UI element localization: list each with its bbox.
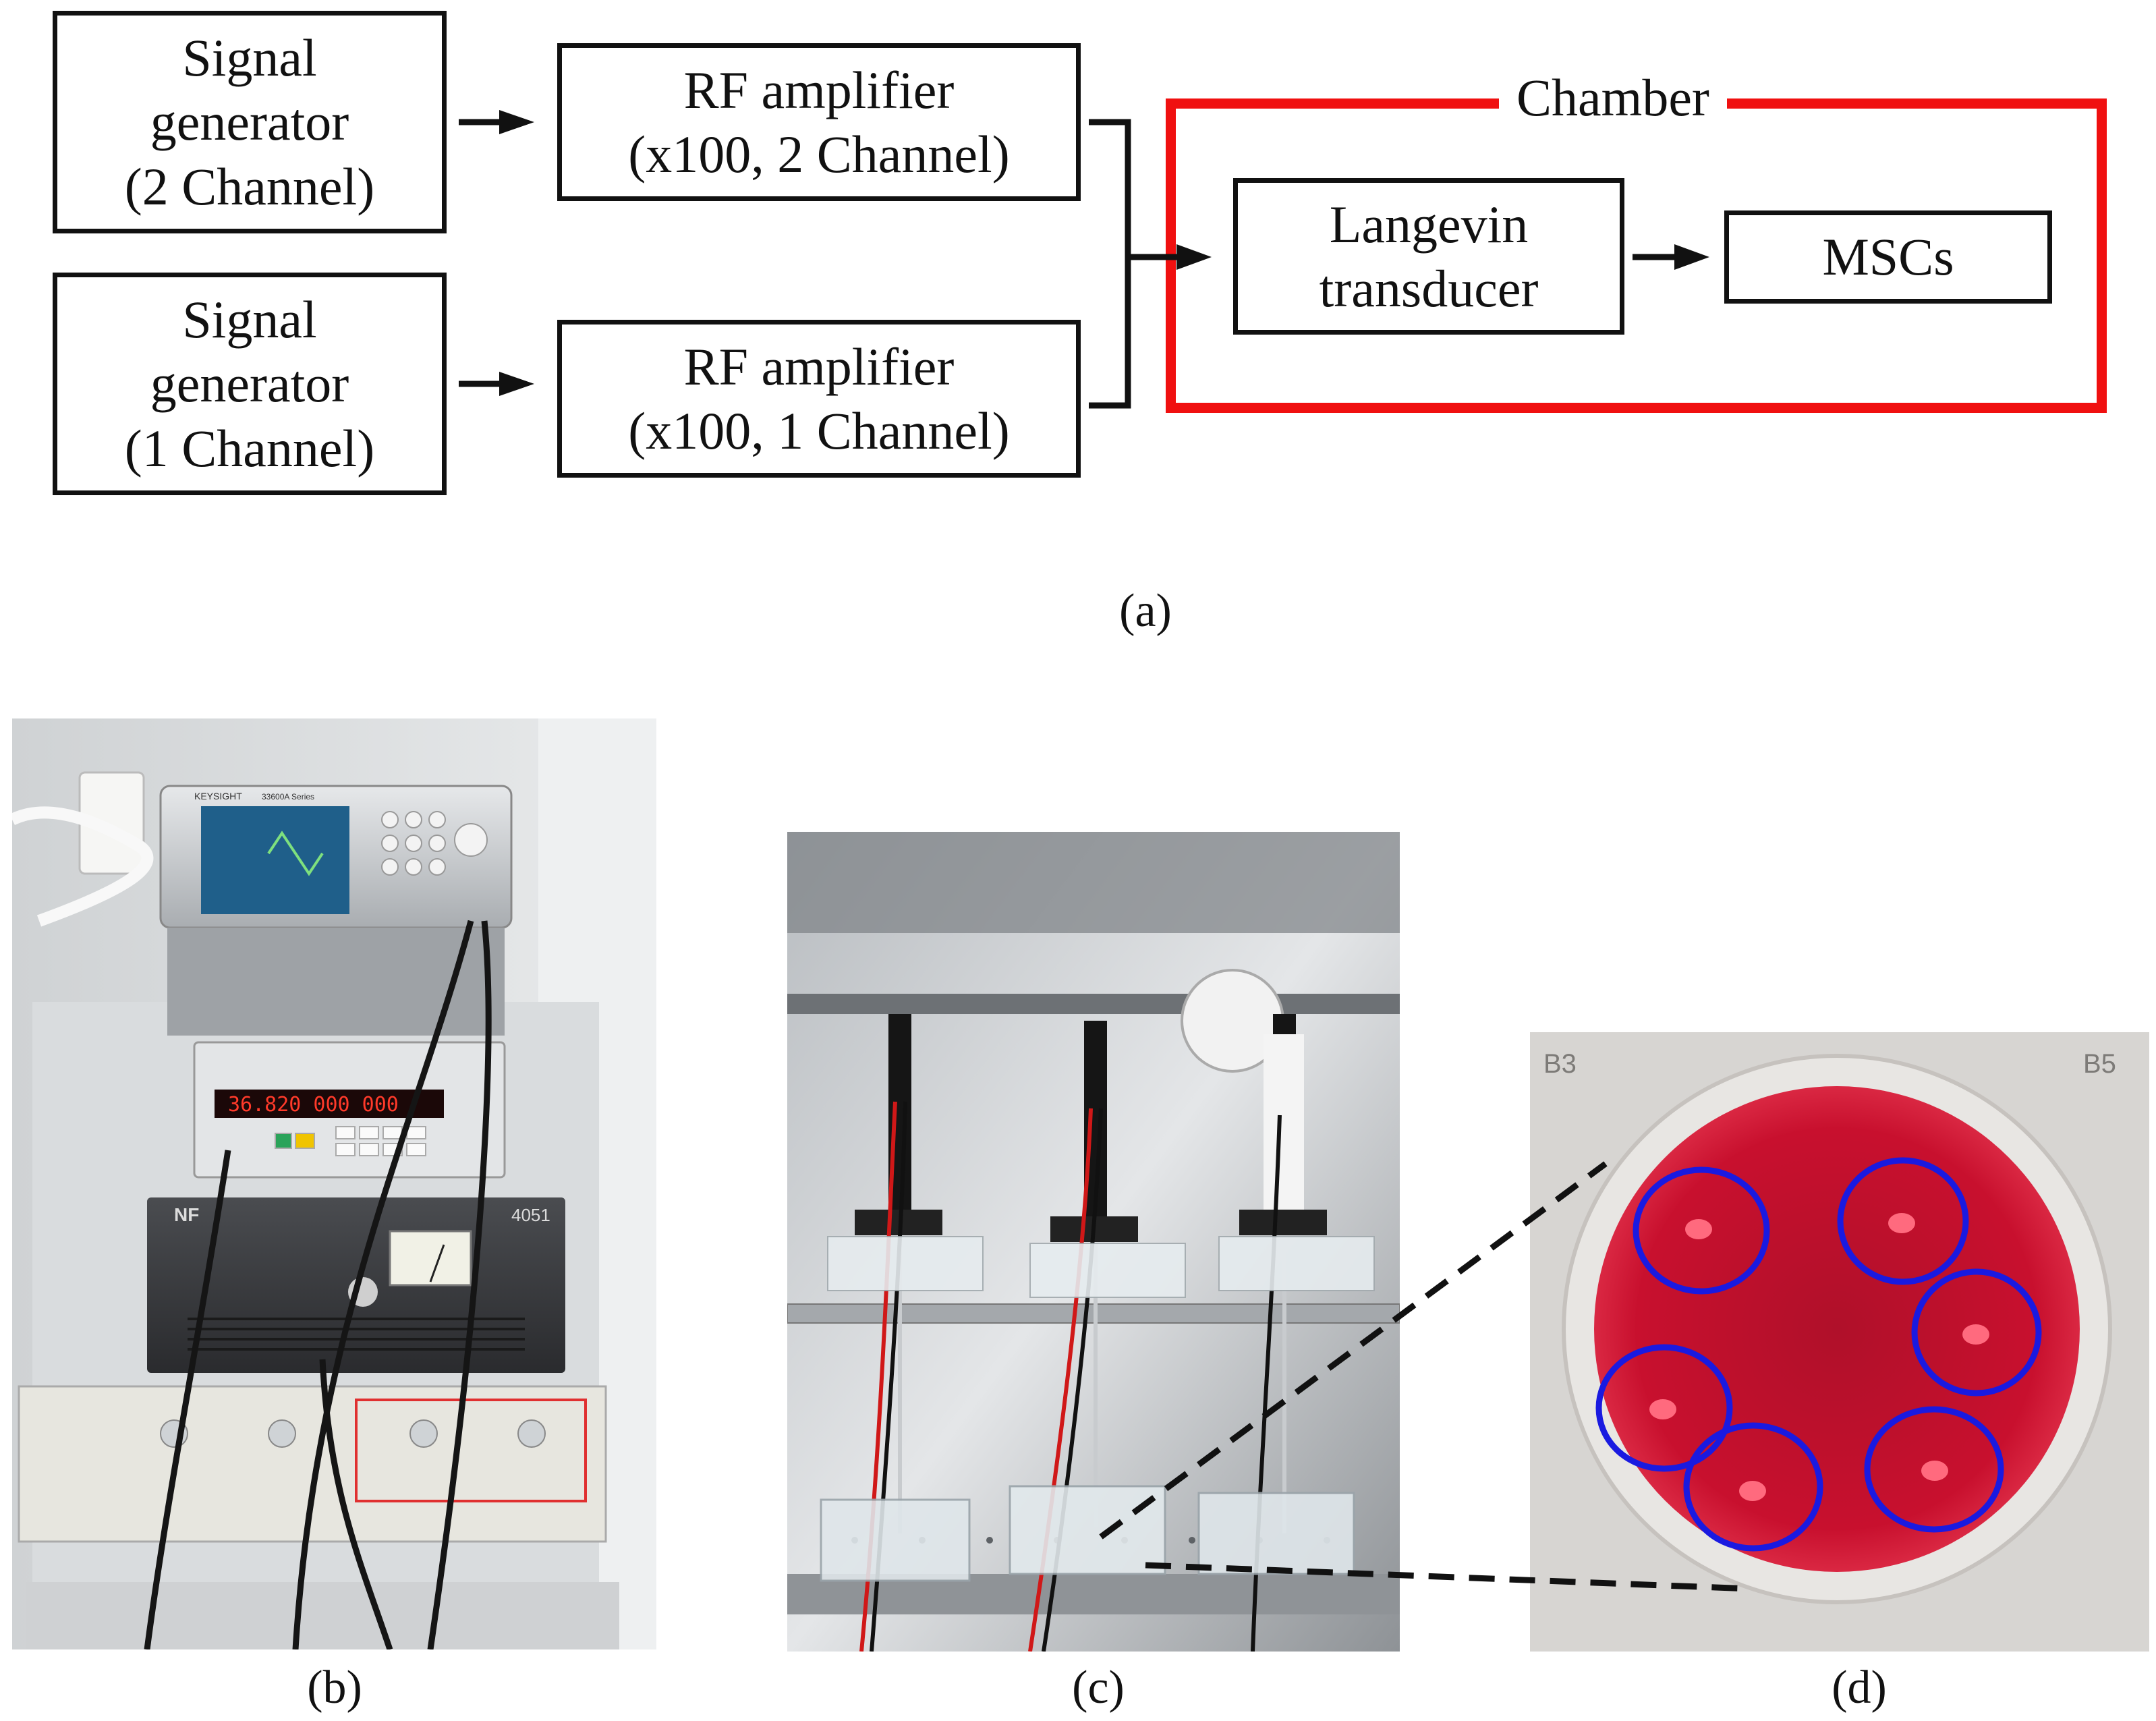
sg2-line1: Signal (182, 28, 317, 88)
bracket-rf-merge (1089, 119, 1131, 409)
rf-amplifier-2ch-box: RF amplifier (x100, 2 Channel) (557, 43, 1081, 201)
signal-generator-1ch-box: Signal generator (1 Channel) (53, 273, 447, 495)
msc-spots (1649, 1213, 1989, 1501)
rf-amp-model-text: 4051 (511, 1205, 550, 1225)
generator-keypad (381, 811, 488, 876)
arrowhead-sg2-rf2 (499, 110, 534, 134)
generator-stand (167, 928, 505, 1036)
bottom-amp-red-frame (355, 1399, 587, 1502)
generator-series-text: 33600A Series (262, 792, 314, 801)
langevin-line1: Langevin (1329, 194, 1529, 254)
bottom-amplifier (18, 1385, 607, 1543)
chamber-label: Chamber (1499, 66, 1727, 130)
rf-amp-needle (429, 1244, 445, 1282)
upper-well-plates (827, 1236, 1375, 1298)
caption-a: (a) (1119, 585, 1172, 637)
signal-generator-2ch-box: Signal generator (2 Channel) (53, 11, 447, 233)
mscs-box: MSCs (1724, 210, 2052, 304)
well-plate-center (1009, 1485, 1166, 1575)
langevin-line2: transducer (1319, 259, 1539, 318)
incubator-top-glass (787, 832, 1400, 933)
photo-well-cells: B3 B5 (1530, 1032, 2149, 1652)
msc-ellipses (1595, 1157, 2042, 1552)
rf1-line2: (x100, 1 Channel) (628, 401, 1010, 460)
sg1-line3: (1 Channel) (124, 418, 375, 478)
frequency-display (215, 1090, 444, 1118)
arrowhead-langevin-mscs (1674, 244, 1709, 270)
caption-c: (c) (1072, 1662, 1125, 1714)
rf2-line1: RF amplifier (683, 60, 955, 119)
sg1-line2: generator (150, 354, 349, 414)
generator-screen (201, 806, 349, 914)
power-cable-white (12, 806, 154, 927)
well-plate-right (1197, 1492, 1355, 1575)
transducer-3-label (1264, 1034, 1304, 1210)
diagram-connectors (459, 110, 1709, 409)
bnc-cables (144, 920, 492, 1649)
langevin-transducer-box: Langevin transducer (1233, 178, 1624, 335)
sg2-line3: (2 Channel) (124, 157, 375, 216)
arrowhead-sg1-rf1 (499, 372, 534, 396)
bottom-amp-knobs (160, 1419, 546, 1448)
incubator-ceiling-bar (787, 994, 1400, 1014)
rf2-line2: (x100, 2 Channel) (628, 125, 1010, 184)
rf-amplifier-1ch-box: RF amplifier (x100, 1 Channel) (557, 320, 1081, 478)
culture-medium (1594, 1086, 2080, 1572)
photo-equipment-stack: KEYSIGHT 33600A Series 36.820 000 000 NF… (12, 718, 656, 1649)
generator-brand-text: KEYSIGHT (194, 791, 242, 801)
well-plate-left (820, 1498, 971, 1582)
well-label-b3: B3 (1543, 1049, 1577, 1079)
caption-b: (b) (307, 1662, 362, 1714)
rf-amp-brand-text: NF (174, 1204, 199, 1225)
frequency-display-text: 36.820 000 000 (228, 1093, 399, 1117)
mscs-label: MSCs (1822, 227, 1954, 287)
generator-sine-trace (267, 830, 324, 876)
rf-amp-meter (389, 1230, 472, 1287)
rf1-line1: RF amplifier (683, 337, 955, 396)
well-label-b5: B5 (2083, 1049, 2116, 1079)
sg1-line1: Signal (182, 290, 317, 349)
photo-incubator (787, 832, 1400, 1652)
cart-top-shelf (26, 1582, 619, 1649)
caption-d: (d) (1832, 1662, 1887, 1714)
sg2-line2: generator (150, 92, 349, 152)
arrowhead-merge-langevin (1176, 244, 1212, 270)
